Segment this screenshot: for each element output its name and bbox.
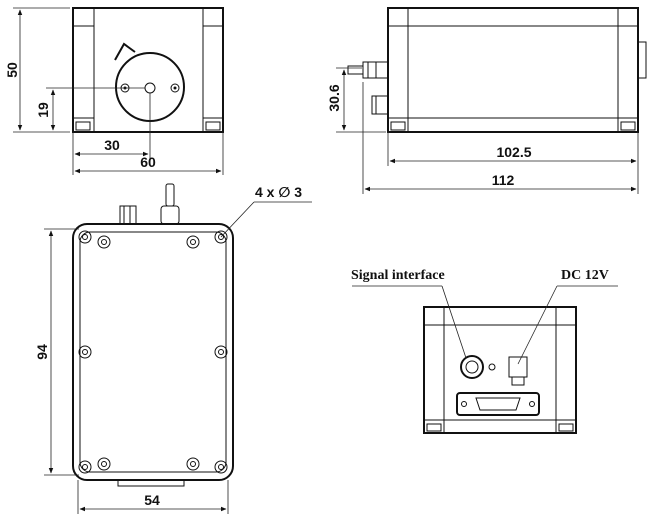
side-body-outline — [387, 7, 639, 133]
flange-screw-right — [170, 83, 180, 93]
rear-dsub-port — [456, 392, 540, 416]
top-view: 4 x ∅ 3 94 54 — [34, 183, 312, 514]
hole-leader — [220, 201, 255, 238]
front-hole-height-dim: 19 — [35, 102, 51, 118]
side-total-length-dim: 112 — [492, 172, 515, 188]
top-bottom-tab — [117, 479, 185, 487]
rear-body-outline — [423, 306, 577, 434]
side-connector-height-dim: 30.6 — [326, 84, 342, 111]
signal-leader — [441, 285, 467, 359]
side-power-connector — [371, 95, 389, 115]
front-height-dim: 50 — [4, 62, 20, 78]
front-width-dim: 60 — [140, 154, 156, 170]
rear-signal-connector — [460, 355, 484, 379]
front-body-outline — [72, 7, 224, 133]
signal-interface-label: Signal interface — [351, 268, 445, 283]
side-body-length-dim: 102.5 — [496, 144, 531, 160]
rear-view: Signal interface DC 12V — [351, 268, 618, 434]
top-signal-connector — [160, 205, 180, 225]
power-leader — [517, 285, 558, 365]
hole-callout: 4 x ∅ 3 — [255, 184, 302, 200]
top-width-dim: 54 — [144, 492, 160, 508]
lever-tab — [114, 42, 136, 61]
top-length-dim: 94 — [34, 344, 50, 360]
rear-power-connector — [508, 356, 528, 378]
top-body-outline — [72, 223, 234, 481]
top-corner-screws — [78, 230, 228, 474]
front-hole-offset-dim: 30 — [104, 137, 120, 153]
front-view: 50 19 30 60 — [4, 7, 224, 175]
shaft-hole — [144, 82, 156, 94]
dc-12v-label: DC 12V — [561, 268, 609, 283]
top-power-connector — [119, 205, 137, 225]
side-view: 30.6 102.5 112 — [326, 7, 647, 194]
